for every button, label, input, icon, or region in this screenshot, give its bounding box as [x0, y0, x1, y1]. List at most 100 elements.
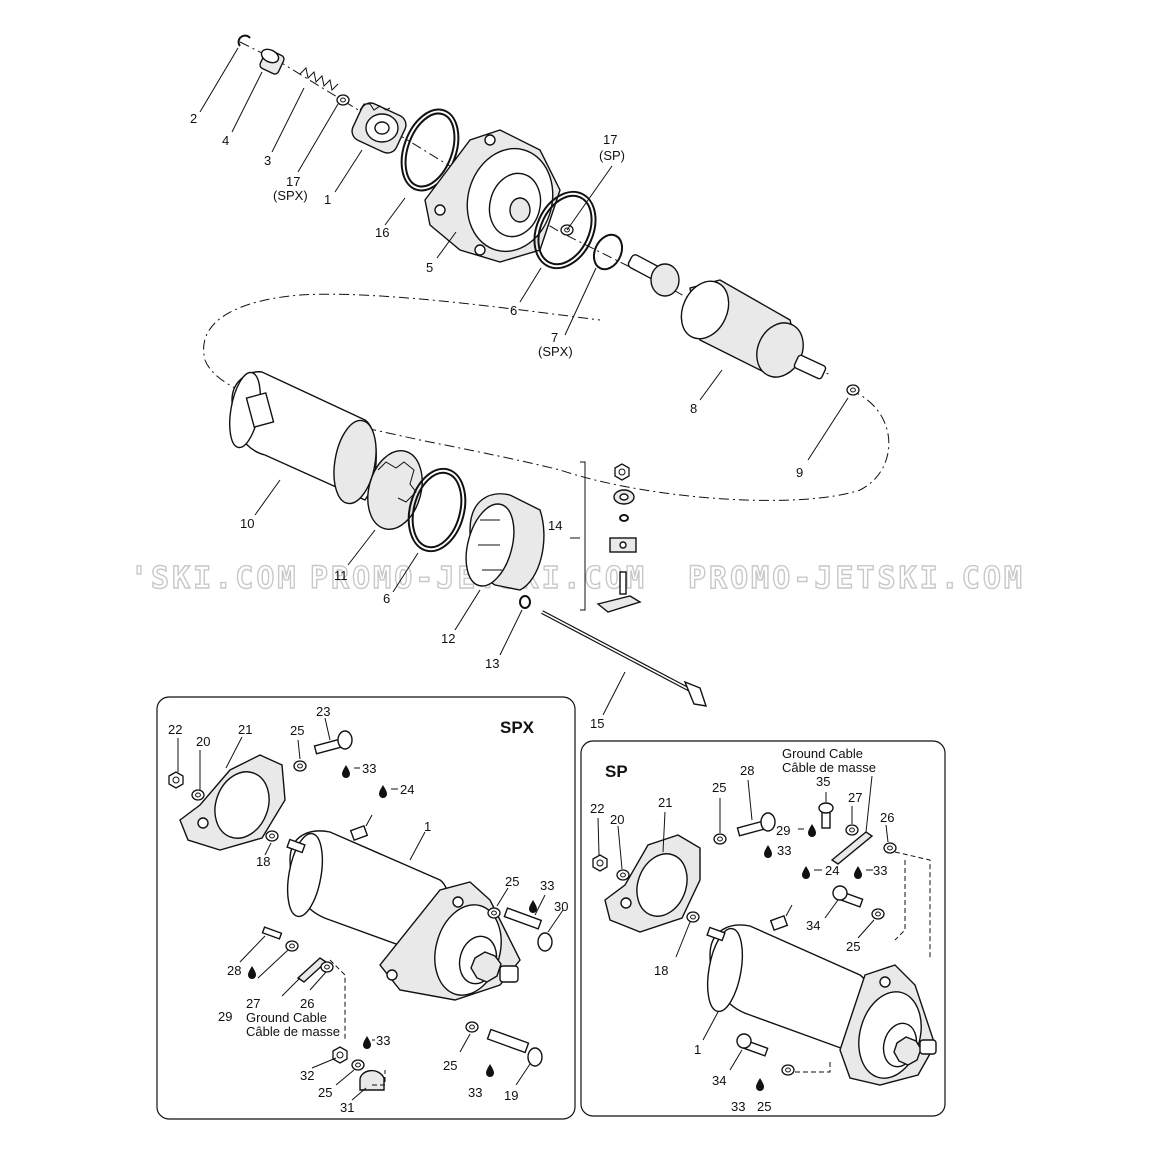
callout-5: 5 [426, 260, 433, 275]
spx-callout-18: 18 [256, 854, 270, 869]
callout-6b: 6 [383, 591, 390, 606]
sp-callout-26: 26 [880, 810, 894, 825]
sp-callout-34a: 34 [806, 918, 820, 933]
callout-10: 10 [240, 516, 254, 531]
spx-title: SPX [500, 718, 535, 737]
sp-oil-drops [756, 824, 873, 1091]
spx-callout-20: 20 [196, 734, 210, 749]
sp-callout-28: 28 [740, 763, 754, 778]
end-housing [424, 129, 561, 263]
assembly-loop [203, 293, 890, 501]
field-frame [229, 371, 377, 505]
spx-bracket [179, 754, 286, 851]
callout-17-sp-tag: (SP) [599, 148, 625, 163]
bushing [259, 48, 285, 75]
o-ring-16 [400, 108, 460, 192]
sp-starter-motor [706, 904, 937, 1086]
sp-callout-25b: 25 [846, 939, 860, 954]
sp-callout-34b: 34 [712, 1073, 726, 1088]
sp-bolt-lower-path [795, 1060, 831, 1073]
sp-callout-33b: 33 [873, 863, 887, 878]
spx-callouts: 22 20 21 25 23 33 24 1 18 25 33 30 28 27… [168, 704, 568, 1115]
main-leaders [199, 47, 849, 716]
spx-bolt-30 [503, 907, 553, 952]
watermark-right: PROMO-JETSKI.COM [688, 561, 1025, 596]
spx-bolt-19 [486, 1028, 543, 1067]
callout-6a: 6 [510, 303, 517, 318]
watermark-left: 'SKI.COM [130, 561, 299, 596]
spx-callout-25a: 25 [290, 723, 304, 738]
spx-ground-cable-fr: Câble de masse [246, 1024, 340, 1039]
spx-callout-29: 29 [218, 1009, 232, 1024]
sp-callout-33a: 33 [777, 843, 791, 858]
sp-title: SP [605, 762, 628, 781]
callout-11: 11 [334, 568, 348, 583]
callout-17-spx-tag: (SPX) [273, 188, 308, 203]
spx-callout-19: 19 [504, 1088, 518, 1103]
sp-bolt-34-upper [832, 885, 864, 908]
through-bolt [541, 610, 708, 707]
o-ring-7 [592, 233, 624, 271]
o-ring-6b [407, 467, 467, 553]
sp-callout-24: 24 [825, 863, 839, 878]
callout-13: 13 [485, 656, 499, 671]
sp-callout-18: 18 [654, 963, 668, 978]
callout-16: 16 [375, 225, 389, 240]
callout-4: 4 [222, 133, 229, 148]
spx-callout-23: 23 [316, 704, 330, 719]
callout-7-number: 7 [551, 330, 558, 345]
spx-callout-24: 24 [400, 782, 414, 797]
sp-ground-cable-hardware [818, 802, 931, 960]
drive-pinion [351, 102, 407, 154]
spx-bolt-23 [313, 730, 353, 755]
spx-starter-motor [286, 814, 521, 1001]
spx-ground-cable-hardware [261, 926, 386, 1091]
spx-callout-33a: 33 [362, 761, 376, 776]
sp-callout-27: 27 [848, 790, 862, 805]
spx-callout-21: 21 [238, 722, 252, 737]
callout-3: 3 [264, 153, 271, 168]
spx-detail-box: SPX [156, 696, 576, 1120]
circlip [237, 34, 251, 47]
sp-callouts: 35 27 26 28 25 21 22 20 29 33 24 33 34 2… [590, 763, 894, 1114]
spx-callout-25b: 25 [505, 874, 519, 889]
watermark: 'SKI.COM PROMO-JETSKI.COM PROMO-JETSKI.C… [129, 560, 1025, 596]
spx-callout-33b: 33 [540, 878, 554, 893]
callout-14: 14 [548, 518, 562, 533]
sp-bolt-28 [736, 812, 776, 837]
sp-callout-20: 20 [610, 812, 624, 827]
spx-callout-33c: 33 [376, 1033, 390, 1048]
main-exploded-view: 2 4 3 17 (SPX) 1 16 5 17 (SP) 6 7 (SPX) … [190, 34, 890, 731]
end-cap [465, 493, 545, 591]
sp-callout-1: 1 [694, 1042, 701, 1057]
spx-callout-27: 27 [246, 996, 260, 1011]
sp-callout-35: 35 [816, 774, 830, 789]
spx-ground-cable-en: Ground Cable [246, 1010, 327, 1025]
sp-callout-25a: 25 [712, 780, 726, 795]
sp-callout-25c: 25 [757, 1099, 771, 1114]
o-ring-13 [519, 595, 531, 609]
spx-callout-31: 31 [340, 1100, 354, 1115]
sp-bolt-34-lower [736, 1033, 769, 1057]
sp-callout-22: 22 [590, 801, 604, 816]
sp-detail-box: SP Ground Cable Câble de masse [580, 740, 946, 1117]
callout-1: 1 [324, 192, 331, 207]
spx-callout-25d: 25 [443, 1058, 457, 1073]
spx-callout-33d: 33 [468, 1085, 482, 1100]
o-ring-6 [533, 190, 597, 270]
sp-bracket [604, 834, 701, 933]
sp-leaders [597, 775, 889, 1071]
callout-2: 2 [190, 111, 197, 126]
sp-callout-21: 21 [658, 795, 672, 810]
spx-callout-25c: 25 [318, 1085, 332, 1100]
spring [299, 66, 339, 92]
spx-oil-drops [248, 765, 537, 1077]
sp-ground-cable-en: Ground Cable [782, 746, 863, 761]
sp-ground-cable-fr: Câble de masse [782, 760, 876, 775]
terminal-hardware [580, 461, 642, 613]
callout-15: 15 [590, 716, 604, 731]
sp-callout-33c: 33 [731, 1099, 745, 1114]
spx-callout-1: 1 [424, 819, 431, 834]
spx-callout-28: 28 [227, 963, 241, 978]
